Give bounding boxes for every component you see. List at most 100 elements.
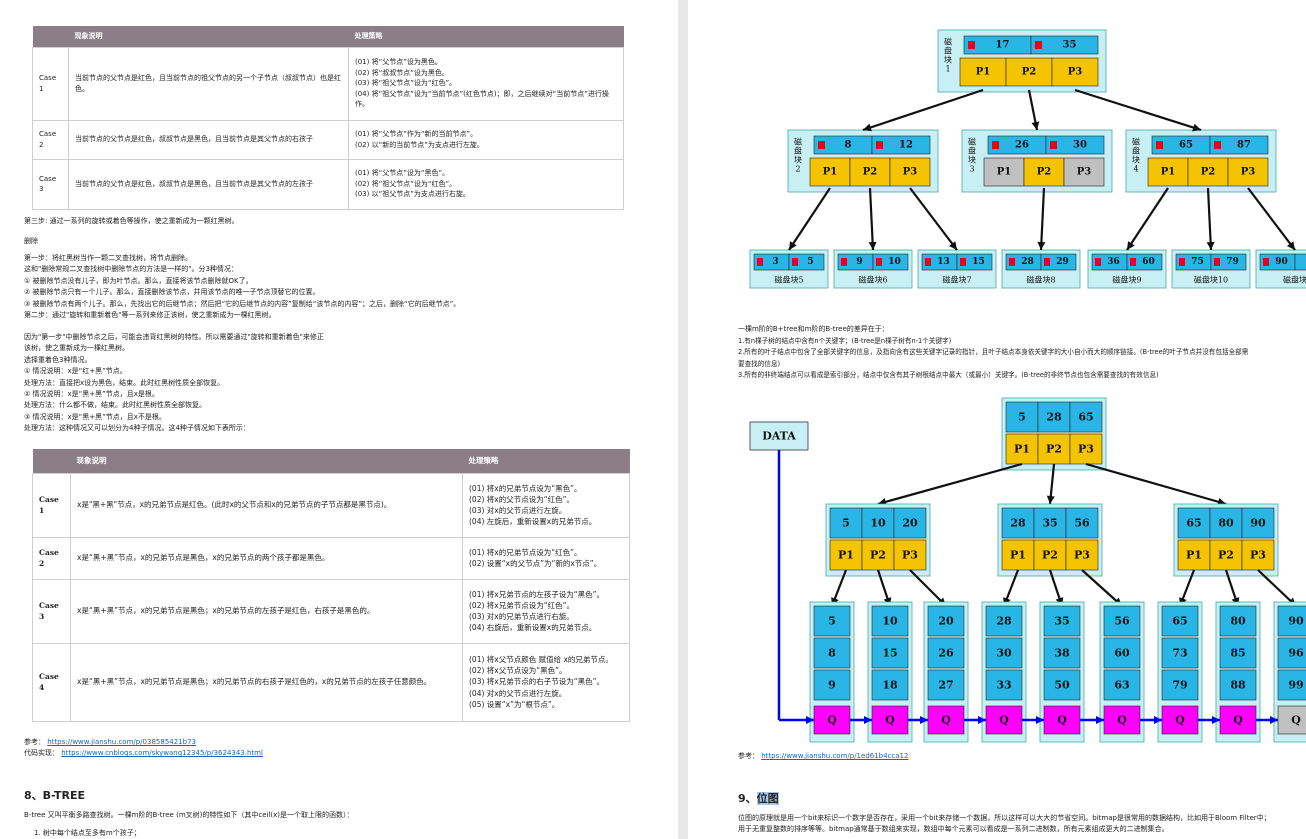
section-9-title: 位图 bbox=[756, 792, 779, 805]
key-value: 12 bbox=[899, 140, 913, 151]
key-value: 63 bbox=[1114, 679, 1129, 692]
strategy-step: (01) 将“父节点”设为“黑色”。 bbox=[355, 169, 450, 178]
tree-edge bbox=[909, 187, 958, 251]
pointer-cell bbox=[1147, 157, 1189, 187]
reference-link[interactable]: https://www.jianshu.com/p/038585421b73 bbox=[47, 738, 196, 746]
key-cell bbox=[893, 507, 927, 539]
key-cell bbox=[985, 637, 1023, 669]
strategy-step: (02) 将x兄弟节点设为“红色”。 bbox=[469, 600, 574, 610]
key-cell bbox=[1103, 669, 1141, 701]
key-cell bbox=[1103, 637, 1141, 669]
case-description: x是“黑+黑”节点，x的兄弟节点是黑色；x的兄弟节点的右孩子是红色的，x的兄弟节… bbox=[70, 642, 463, 722]
tree-edge bbox=[1206, 187, 1213, 251]
q-label: Q bbox=[1057, 714, 1067, 727]
disk-block-label: 磁 bbox=[944, 37, 952, 47]
tree-edge bbox=[909, 569, 947, 607]
key-value: 15 bbox=[972, 257, 985, 267]
strategy-step: (03) 将x兄弟节点的右子节设为“黑色”。 bbox=[469, 677, 604, 687]
q-cell bbox=[927, 705, 965, 735]
disk-block-label: 盘 bbox=[968, 146, 976, 156]
reference-line: 参考： https://www.jianshu.com/p/038585421b… bbox=[24, 737, 196, 748]
paragraph-line: 选择重着色3种情况。 bbox=[24, 355, 92, 364]
key-value: 26 bbox=[1015, 140, 1029, 151]
key-value: 18 bbox=[882, 679, 898, 692]
disk-block-label: 块 bbox=[1132, 155, 1140, 165]
record-pointer bbox=[960, 258, 966, 266]
pointer-cell bbox=[829, 539, 863, 571]
key-value: 65 bbox=[1172, 615, 1187, 628]
key-value: 65 bbox=[1078, 411, 1093, 424]
key-value: 36 bbox=[1107, 257, 1120, 267]
pointer-label: P3 bbox=[1241, 167, 1256, 178]
case-strategy: (01) 将x父节点颜色 赋值给 x的兄弟节点。(02) 将x父节点设为“黑色”… bbox=[462, 642, 630, 722]
key-cell bbox=[1177, 507, 1211, 539]
key-cell bbox=[1161, 637, 1199, 669]
pointer-cell bbox=[1033, 539, 1067, 571]
key-value: 50 bbox=[1054, 679, 1070, 692]
record-pointer bbox=[1095, 258, 1101, 266]
key-cell bbox=[985, 605, 1023, 637]
q-label: Q bbox=[1117, 714, 1127, 727]
tree-edge bbox=[1081, 569, 1123, 607]
tree-edge-head bbox=[1286, 241, 1295, 250]
strategy-step: (01) 将x的兄弟节点设为“红色”。 bbox=[469, 547, 582, 557]
key-value: 96 bbox=[1288, 647, 1304, 660]
disk-block-label: 1 bbox=[945, 65, 950, 74]
key-cell bbox=[1277, 669, 1306, 701]
pointer-cell bbox=[849, 157, 891, 187]
key-cell bbox=[1241, 507, 1275, 539]
key-value: 80 bbox=[1218, 517, 1234, 530]
strategy-step: (01) 将“父节点”作为“新的当前节点”。 bbox=[355, 130, 478, 138]
key-value: 28 bbox=[1046, 411, 1062, 424]
key-value: 56 bbox=[1074, 517, 1090, 530]
key-cell bbox=[1277, 605, 1306, 637]
tree-edge-head bbox=[789, 241, 797, 250]
key-cell bbox=[1030, 35, 1099, 55]
q-label: Q bbox=[1175, 714, 1185, 727]
case-strategy: (01) 将“父节点”作为“新的当前节点”。(02) 以“新的当前节点”为支点进… bbox=[348, 119, 624, 160]
key-value: 85 bbox=[1230, 647, 1245, 660]
tree-edge-head bbox=[1046, 495, 1055, 504]
key-value: 5 bbox=[1018, 411, 1026, 424]
case-description: x是"黑+黑"节点，x的兄弟节点是红色。(此时x的父节点和x的兄弟节点的子节点都… bbox=[70, 472, 463, 538]
key-cell bbox=[861, 507, 895, 539]
key-cell bbox=[1219, 605, 1257, 637]
btree-item-1: 1. 树中每个结点至多有m个孩子； bbox=[34, 829, 141, 837]
tree-edge bbox=[868, 187, 875, 251]
reference-label: 参考： bbox=[24, 738, 45, 746]
key-value: 90 bbox=[1288, 615, 1304, 628]
paragraph-line: ③ 被删除节点有两个儿子。那么，先找出它的后继节点；然后把“它的后继节点的内容”… bbox=[24, 299, 461, 308]
pointer-label: P3 bbox=[902, 549, 918, 562]
key-cell bbox=[813, 605, 851, 637]
key-cell bbox=[1161, 605, 1199, 637]
pointer-label: P3 bbox=[1250, 549, 1266, 562]
strategy-step: (02) 将x的父节点设为“红色”。 bbox=[469, 494, 574, 504]
paragraph-line: 该树，使之重新成为一棵红黑树。 bbox=[24, 344, 129, 353]
case-description: x是“黑+黑”节点，x的兄弟节点是黑色，x的兄弟节点的两个孩子都是黑色。 bbox=[70, 536, 463, 580]
key-value: 15 bbox=[882, 647, 897, 660]
tree-edge-head bbox=[1192, 123, 1201, 132]
code-link[interactable]: https://www.cnblogs.com/skywang12345/p/3… bbox=[61, 749, 263, 757]
key-value: 28 bbox=[1010, 517, 1026, 530]
diff-item: 1.有n棵子树的结点中含有n个关键字；(B-tree是n棵子树有n-1个关键字) bbox=[738, 337, 952, 345]
case-strategy: (01) 将“父节点”设为黑色。(02) 将“叔叔节点”设为黑色。(03) 将“… bbox=[348, 46, 624, 121]
key-value: 65 bbox=[1186, 517, 1201, 530]
record-pointer bbox=[1009, 258, 1015, 266]
disk-block-label: 块 bbox=[944, 55, 952, 65]
q-cell bbox=[1043, 705, 1081, 735]
key-value: 60 bbox=[1142, 257, 1155, 267]
disk-block-label: 磁盘块10 bbox=[1194, 275, 1228, 285]
code-label: 代码实现： bbox=[24, 749, 59, 757]
q-cell bbox=[813, 705, 851, 735]
paragraph-line: ③ 情况说明：x是“黑+黑”节点，且x不是根。 bbox=[24, 412, 166, 421]
pointer-label: P2 bbox=[1022, 67, 1037, 78]
strategy-step: (02) 将x父节点设为“黑色”。 bbox=[469, 666, 567, 676]
q-cell bbox=[1219, 705, 1257, 735]
reference-link[interactable]: https://www.jianshu.com/p/1ed61b4cca12 bbox=[761, 752, 909, 760]
disk-block-label: 磁盘块8 bbox=[1026, 275, 1055, 285]
pointer-label: P3 bbox=[1077, 167, 1092, 178]
